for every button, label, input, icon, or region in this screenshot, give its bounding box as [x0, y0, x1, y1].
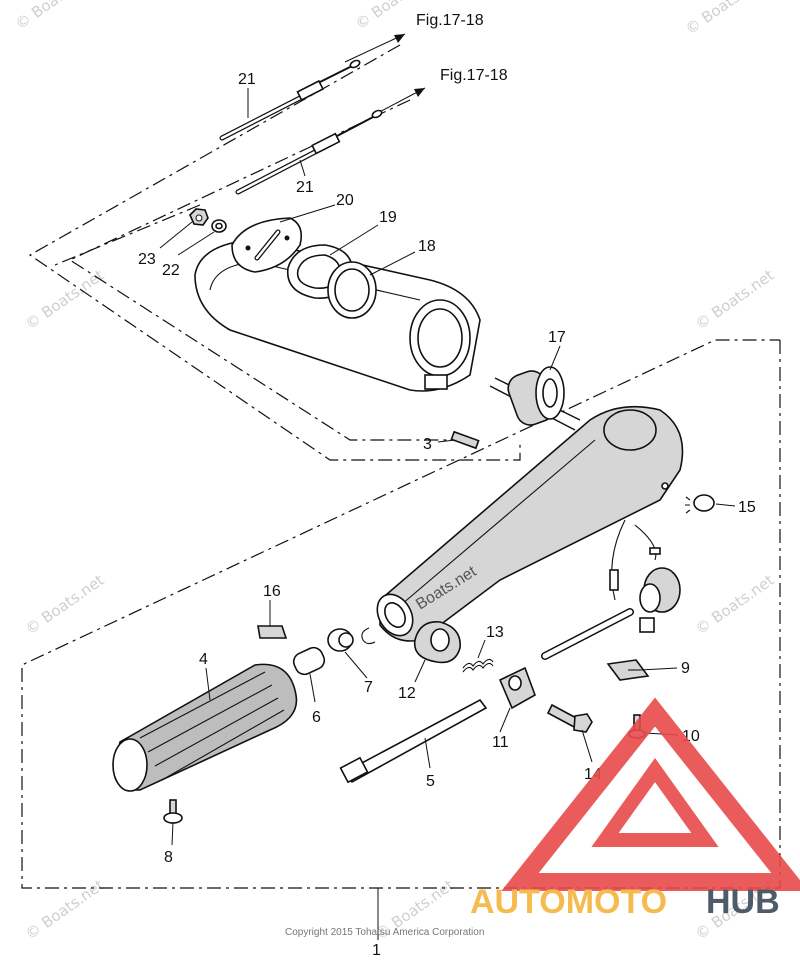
stud-3 — [450, 430, 480, 450]
assembly-boundaries — [21, 44, 781, 889]
callout-label: 8 — [164, 849, 173, 866]
callout-label: 23 — [138, 251, 156, 268]
callout-numbers: 1 3 4 5 6 7 8 9 10 11 12 13 14 15 16 17 … — [138, 71, 756, 959]
label-16 — [257, 625, 288, 639]
cable-retainer-plate — [231, 217, 303, 273]
callout-label: 18 — [418, 238, 436, 255]
callout-label: 5 — [426, 773, 435, 790]
watermark: © Boats.net — [682, 0, 767, 38]
figure-ref-label: Fig.17-18 — [440, 67, 508, 84]
plug-15 — [685, 494, 715, 514]
spring-13 — [462, 658, 494, 673]
stop-switch-wire — [609, 519, 661, 601]
figure-ref-label: Fig.17-18 — [416, 12, 484, 29]
callout-label: 20 — [336, 192, 354, 209]
friction-block-11 — [498, 666, 536, 710]
callout-label: 9 — [681, 660, 690, 677]
main-assembly-boundary — [21, 339, 781, 889]
callout-label: 15 — [738, 499, 756, 516]
watermark: © Boats.net — [692, 571, 777, 638]
steering-bracket-housing — [194, 239, 481, 392]
callout-label: 13 — [486, 624, 504, 641]
seal-18 — [327, 261, 377, 319]
callout-label: 6 — [312, 709, 321, 726]
figure-ref-arrows: Fig.17-18 Fig.17-18 — [344, 12, 508, 117]
callout-label: 11 — [492, 734, 509, 751]
upper-assembly-boundary — [28, 44, 521, 461]
leader-lines — [159, 88, 736, 940]
bushing-17 — [489, 366, 581, 431]
watermark: © Boats.net — [22, 876, 107, 943]
upper-assembly-boundary-inner2 — [54, 204, 201, 266]
callout-label: 16 — [263, 583, 281, 600]
cam-12 — [413, 621, 461, 664]
sleeve-6 — [292, 646, 326, 676]
plate-9 — [606, 659, 650, 681]
callout-label: 4 — [199, 651, 208, 668]
throttle-rod-5 — [339, 698, 488, 784]
throttle-shaft — [541, 567, 681, 660]
callout-label: 1 — [372, 942, 381, 959]
callout-label: 21 — [238, 71, 256, 88]
throttle-grip-4 — [112, 663, 298, 792]
watermark: © Boats.net — [12, 0, 97, 33]
callout-label: 22 — [162, 262, 180, 279]
logo-text-hub: HUB — [706, 883, 780, 921]
upper-assembly-boundary-inner — [68, 99, 475, 441]
callout-label: 12 — [398, 685, 416, 702]
callout-label: 3 — [423, 436, 432, 453]
callout-label: 19 — [379, 209, 397, 226]
screw-8 — [163, 799, 183, 824]
automotohub-logo: AUTOMOTO HUB — [470, 697, 800, 921]
copyright-notice: Copyright 2015 Tohatsu America Corporati… — [285, 927, 484, 938]
watermark: © Boats.net — [22, 571, 107, 638]
tiller-handle-arm: Boats.net — [376, 405, 684, 642]
nut-and-washer — [189, 208, 227, 233]
throttle-cable-rods — [219, 59, 383, 195]
logo-text-automoto: AUTOMOTO — [470, 883, 667, 921]
callout-label: 21 — [296, 179, 314, 196]
callout-label: 17 — [548, 329, 566, 346]
collar-7 — [327, 627, 376, 652]
watermark: © Boats.net — [692, 266, 777, 333]
bolt-14 — [546, 703, 593, 733]
callout-label: 7 — [364, 679, 373, 696]
